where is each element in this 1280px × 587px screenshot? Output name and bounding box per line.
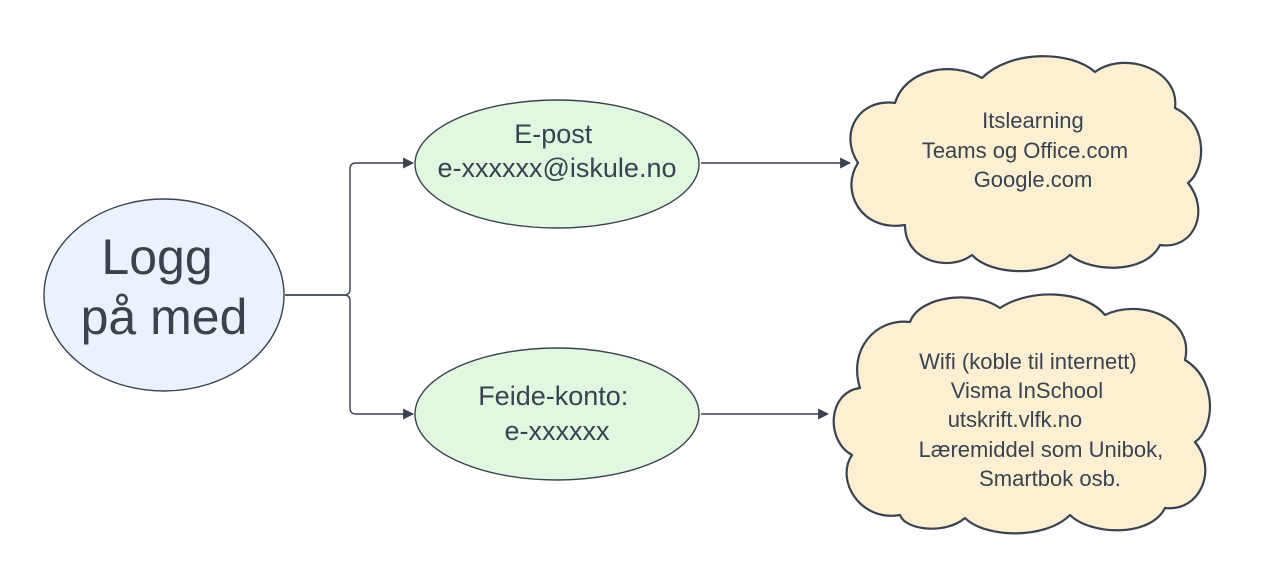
- cloud-shape-bottom: [832, 293, 1212, 535]
- feide-services-cloud: Wifi (koble til internett) Visma InSchoo…: [832, 293, 1212, 535]
- cloud-shape-top: [849, 55, 1203, 273]
- root-line-1: Logg: [101, 229, 212, 285]
- connector-root-to-epost: [285, 157, 415, 296]
- feide-label: Feide-konto: e-xxxxxx: [478, 381, 636, 446]
- feide-node: Feide-konto: e-xxxxxx: [414, 347, 700, 481]
- root-ellipse: [43, 198, 285, 392]
- email-node: E-post e-xxxxxx@iskule.no: [414, 99, 700, 229]
- feide-service-2: Visma InSchool: [951, 378, 1103, 403]
- feide-service-3: utskrift.vlfk.no: [948, 407, 1082, 432]
- feide-services-text: Wifi (koble til internett) Visma InSchoo…: [919, 349, 1170, 491]
- email-ellipse: [414, 99, 700, 229]
- feide-service-5: Smartbok osb.: [979, 466, 1121, 491]
- email-services-text: Itslearning Teams og Office.com Google.c…: [922, 108, 1134, 192]
- root-line-2: på med: [81, 289, 248, 345]
- email-line-1: E-post: [514, 119, 593, 149]
- feide-line-1: Feide-konto:: [478, 381, 628, 411]
- connector-root-to-feide: [285, 294, 415, 420]
- root-label: Logg på med: [81, 229, 248, 345]
- email-line-2: e-xxxxxx@iskule.no: [438, 153, 677, 183]
- root-node: Logg på med: [43, 198, 285, 392]
- email-services-cloud: Itslearning Teams og Office.com Google.c…: [849, 55, 1203, 273]
- email-service-3: Google.com: [974, 167, 1093, 192]
- feide-service-4: Læremiddel som Unibok,: [919, 437, 1164, 462]
- email-service-2: Teams og Office.com: [922, 138, 1128, 163]
- feide-ellipse: [414, 347, 700, 481]
- feide-service-1: Wifi (koble til internett): [919, 349, 1137, 374]
- feide-line-2: e-xxxxxx: [504, 416, 610, 446]
- email-service-1: Itslearning: [982, 108, 1084, 133]
- email-label: E-post e-xxxxxx@iskule.no: [438, 119, 677, 183]
- connectors: [285, 157, 852, 420]
